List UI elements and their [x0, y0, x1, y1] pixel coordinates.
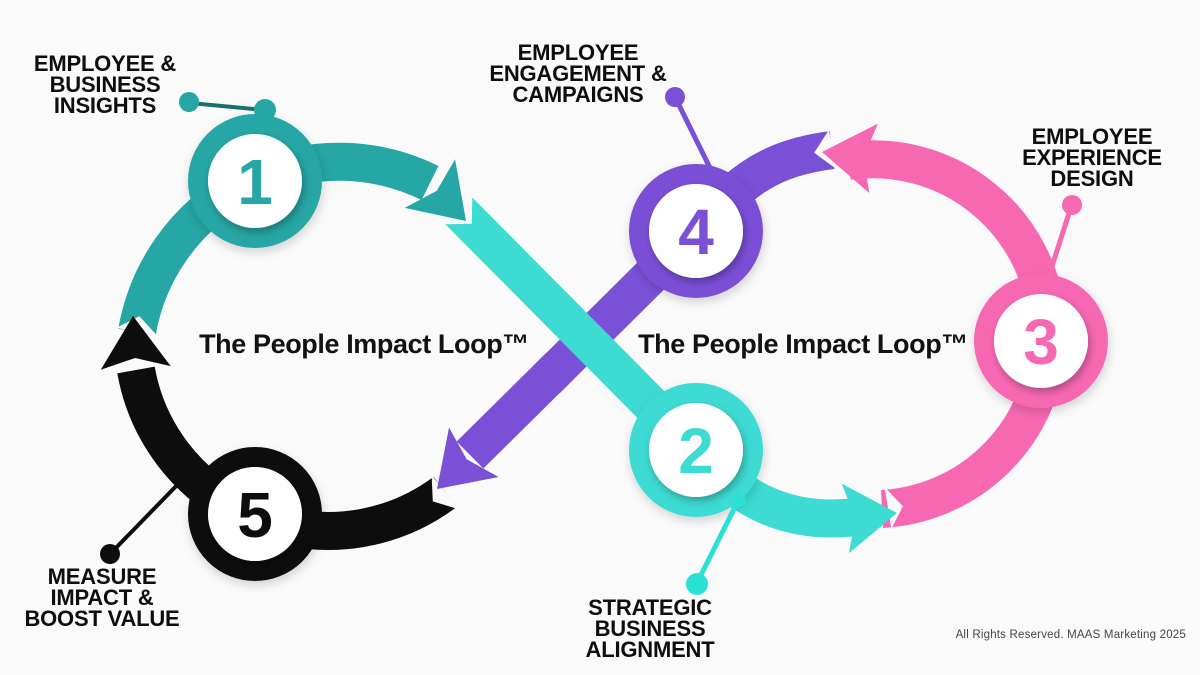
node-5-ring	[188, 447, 322, 581]
node-2-connector-end-dot-icon	[732, 493, 746, 507]
node-4: 4	[629, 164, 763, 298]
node-3-circle	[994, 294, 1088, 388]
black-arrowhead-icon	[100, 316, 171, 370]
loop-title-right: The People Impact Loop™	[638, 329, 968, 359]
node-2-connector-dot-icon	[686, 573, 708, 595]
node-1-connector-end-dot-icon	[254, 99, 276, 121]
node-4-ring	[629, 164, 763, 298]
node-4-number: 4	[678, 196, 714, 268]
purple-diagonal-lower	[456, 352, 574, 469]
node-1-connector-dot-icon	[179, 92, 199, 112]
node-3-ring	[974, 274, 1108, 408]
pink-arrowhead-icon	[822, 123, 878, 194]
node-3-connector-line	[1044, 206, 1074, 283]
node-1-ring	[188, 114, 322, 248]
node-1-number: 1	[237, 146, 273, 218]
node-2-number: 2	[678, 415, 714, 487]
connectors	[100, 87, 1082, 595]
node-1-label: EMPLOYEE & BUSINESS INSIGHTS	[33, 51, 177, 118]
node-2-circle	[649, 403, 743, 497]
node-3: 3	[974, 274, 1108, 408]
node-5: 5	[188, 447, 322, 581]
node-1-connector-line	[189, 101, 265, 112]
node-3-number: 3	[1023, 306, 1059, 378]
teal-arrowhead-icon	[404, 159, 466, 221]
node-4-connector-line	[673, 97, 717, 178]
purple-arrowhead-icon	[437, 427, 499, 489]
copyright-text: All Rights Reserved. MAAS Marketing 2025	[955, 629, 1186, 641]
node-4-label: EMPLOYEE ENGAGEMENT & CAMPAIGNS	[489, 40, 667, 107]
node-2: 2	[629, 383, 763, 517]
node-3-connector-dot-icon	[1062, 195, 1082, 215]
node-5-circle	[208, 467, 302, 561]
loop-title-left: The People Impact Loop™	[199, 329, 529, 359]
node-1: 1	[188, 114, 322, 248]
node-4-circle	[649, 184, 743, 278]
node-1-circle	[208, 134, 302, 228]
node-5-number: 5	[237, 479, 273, 551]
cyan-arrowhead-icon	[841, 483, 897, 554]
node-4-connector-dot-icon	[665, 87, 685, 107]
node-5-connector-dot-icon	[100, 544, 120, 564]
node-2-ring	[629, 383, 763, 517]
node-5-label: MEASURE IMPACT & BOOST VALUE	[24, 564, 180, 631]
node-3-label: EMPLOYEE EXPERIENCE DESIGN	[1022, 124, 1162, 191]
node-2-label: STRATEGIC BUSINESS ALIGNMENT	[585, 595, 715, 662]
node-2-connector-line	[694, 499, 741, 585]
pink-tail-notch	[884, 487, 903, 529]
node-5-connector-line	[109, 476, 186, 555]
